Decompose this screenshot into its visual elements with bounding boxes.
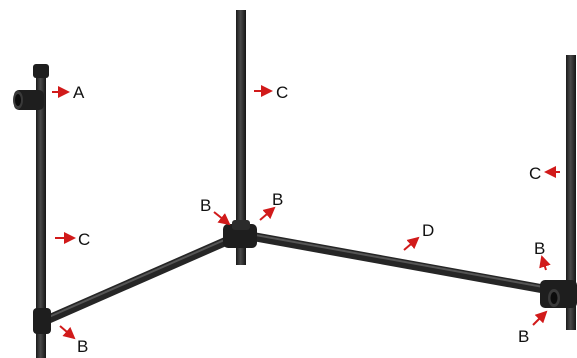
arrow-d-right-pipe: [403, 236, 420, 251]
arrow-b-center-left: [213, 211, 231, 226]
arrow-b-left-bottom: [59, 325, 76, 340]
pipe-center-vertical: [236, 10, 246, 265]
arrow-b-right-lower: [532, 310, 548, 326]
label-b-center-right: B: [272, 190, 283, 209]
pipe-d-center-to-right: [245, 231, 565, 297]
fitting-left-bottom: [33, 308, 51, 334]
label-b-right-upper: B: [534, 239, 545, 258]
arrow-b-right-upper: [539, 255, 551, 271]
label-c-left-mid: C: [78, 230, 90, 249]
pipe-left-to-center: [37, 231, 243, 327]
label-c-right-top: C: [529, 164, 541, 183]
pipe-left-vertical: [36, 66, 46, 358]
label-c-center-top: C: [276, 83, 288, 102]
arrow-b-center-right: [259, 206, 276, 221]
label-b-center-left: B: [200, 196, 211, 215]
vertical-pipes: [36, 10, 576, 358]
part-labels: A C B C B B D C B B: [73, 83, 545, 356]
label-b-left-bottom: B: [77, 337, 88, 356]
horizontal-pipes: [37, 231, 565, 327]
callout-arrows: [52, 85, 560, 340]
fittings: [13, 64, 577, 334]
pipe-right-vertical: [566, 55, 576, 330]
fitting-center-tee: [223, 224, 257, 248]
fitting-a-top-cap: [33, 64, 49, 78]
label-b-right-lower: B: [518, 327, 529, 346]
label-d-right-pipe: D: [422, 221, 434, 240]
label-a-left-top: A: [73, 83, 85, 102]
